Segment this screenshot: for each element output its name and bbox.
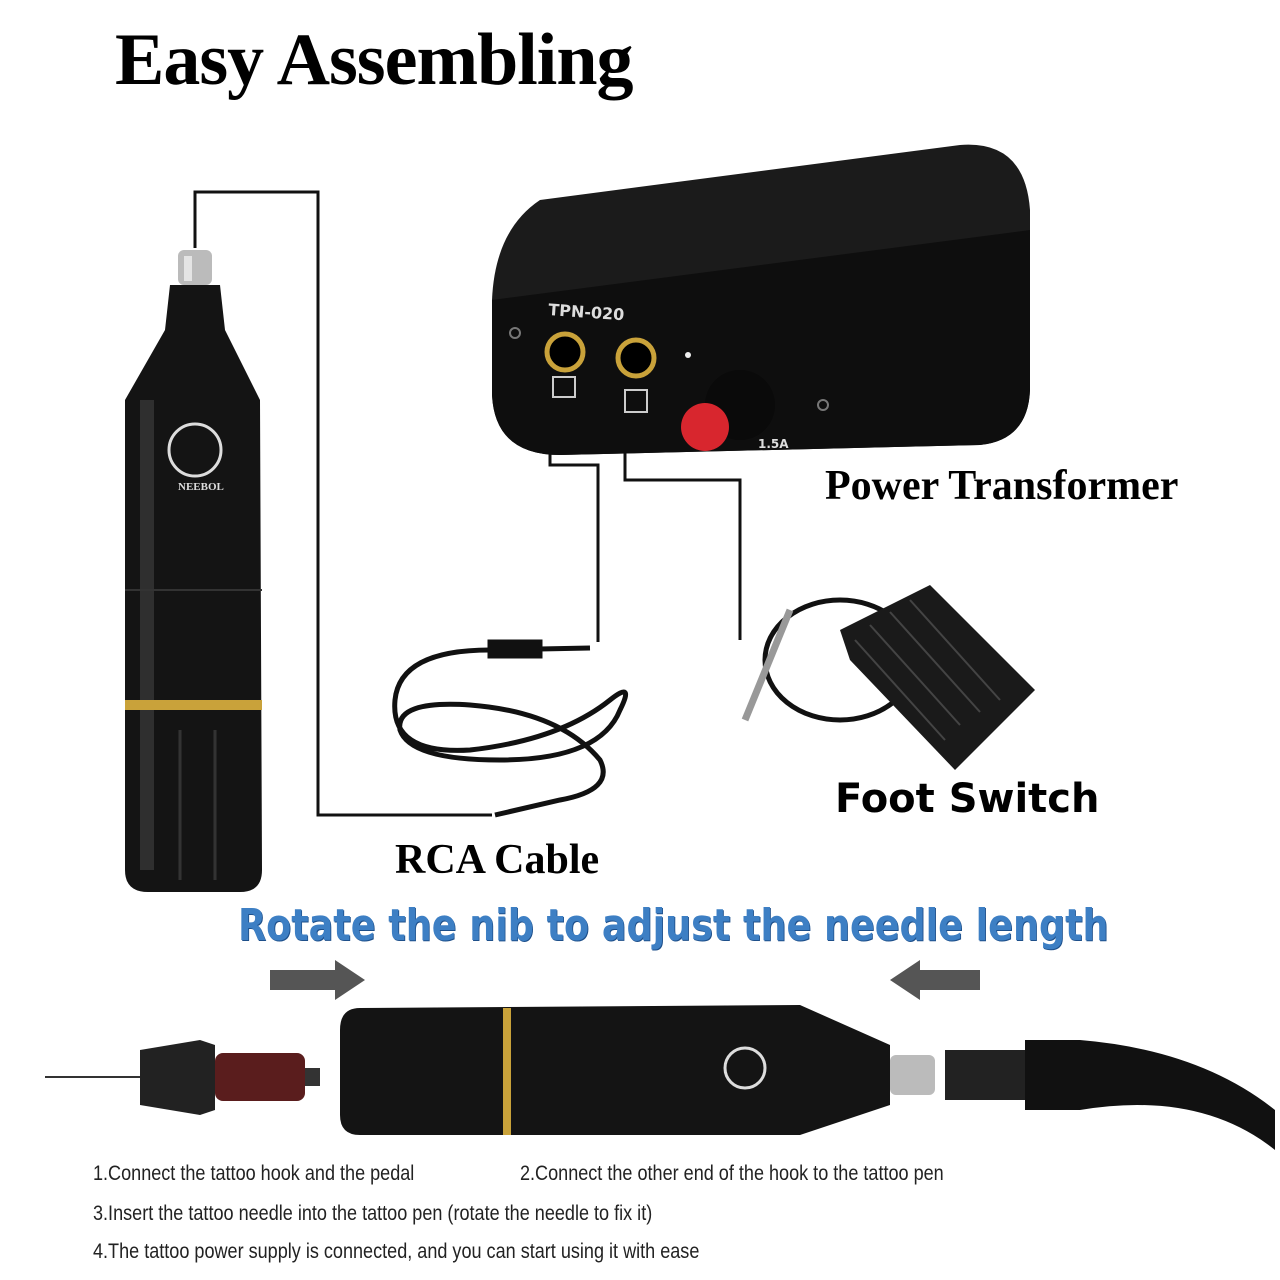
- arrows: [270, 960, 980, 1000]
- voltage-knob[interactable]: [681, 403, 729, 451]
- tattoo-pen-vertical: NEEBOL: [125, 250, 262, 892]
- needle-cartridge-image: [45, 1040, 320, 1115]
- step-4: 4.The tattoo power supply is connected, …: [93, 1240, 700, 1263]
- step-1: 1.Connect the tattoo hook and the pedal: [93, 1162, 415, 1185]
- foot-switch-image: [741, 585, 1035, 770]
- tattoo-pen-horizontal: [340, 1005, 935, 1135]
- brand-logo-icon: [167, 422, 223, 478]
- power-transformer-image: TPN-020 1.5A: [492, 144, 1030, 455]
- power-transformer-label: Power Transformer: [825, 463, 1179, 509]
- rca-cable-image: [392, 639, 629, 818]
- foot-switch-label: Foot Switch: [835, 776, 1100, 822]
- foot-switch-jack[interactable]: [615, 337, 657, 379]
- rca-cable-label: RCA Cable: [395, 837, 600, 883]
- arrow-left-icon: [890, 960, 980, 1000]
- current-label: 1.5A: [758, 437, 789, 451]
- clip-cord-jack[interactable]: [544, 331, 586, 373]
- step-2: 2.Connect the other end of the hook to t…: [520, 1162, 944, 1185]
- arrow-right-icon: [270, 960, 365, 1000]
- step-3: 3.Insert the tattoo needle into the tatt…: [93, 1202, 653, 1225]
- needle-length-heading: Rotate the nib to adjust the needle leng…: [238, 900, 1109, 951]
- power-cable-plug-image: [945, 1040, 1275, 1150]
- pen-brand-text: NEEBOL: [178, 481, 224, 493]
- page-title: Easy Assembling: [115, 19, 634, 101]
